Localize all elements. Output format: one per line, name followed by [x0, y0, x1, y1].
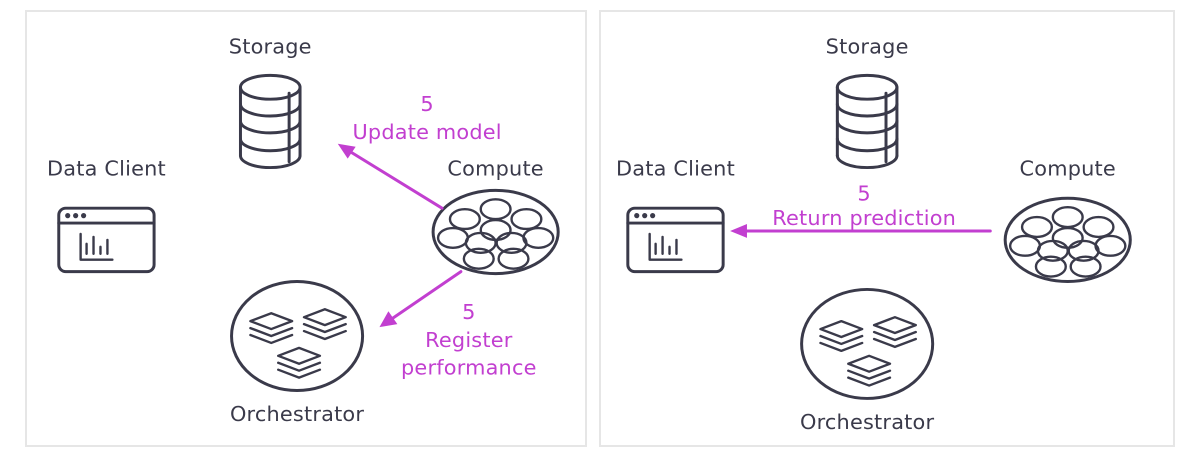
compute-label: Compute	[1019, 157, 1115, 181]
flow-update-model-arrow	[337, 143, 444, 210]
flow-return-prediction-step: 5	[857, 181, 870, 205]
data-client-label: Data Client	[47, 157, 166, 181]
inference-step-panel: Storage Data Client	[599, 10, 1175, 447]
flow-register-performance-step: 5	[462, 300, 475, 324]
orchestrator-layers-circle-icon	[800, 287, 935, 400]
flow-return-prediction-label: Return prediction	[772, 206, 956, 230]
orchestrator-label: Orchestrator	[800, 410, 935, 434]
flow-return-prediction-arrow	[730, 224, 992, 238]
layers-stack-icon-2	[302, 308, 347, 341]
database-cylinder-icon	[238, 73, 302, 170]
flow-register-performance-arrow	[379, 270, 463, 328]
training-step-svg: Storage Data Client	[47, 35, 560, 426]
flow-update-model-label: Update model	[352, 120, 501, 144]
compute-label: Compute	[447, 157, 543, 181]
storage-label: Storage	[229, 35, 312, 59]
compute-cluster-ellipse-icon	[431, 188, 560, 276]
data-client-label: Data Client	[616, 157, 735, 181]
orchestrator-layers-circle-icon	[230, 280, 365, 392]
flow-update-model-step: 5	[420, 92, 433, 116]
storage-label: Storage	[826, 35, 909, 59]
layers-stack-icon-2	[872, 315, 917, 349]
layers-stack-icon-1	[819, 319, 864, 353]
flow-register-performance-label-line1: Register	[425, 328, 513, 352]
layers-stack-icon-3	[847, 354, 892, 387]
compute-cluster-ellipse-icon	[1003, 196, 1132, 283]
layers-stack-icon-1	[249, 312, 294, 345]
inference-step-svg: Storage Data Client	[616, 35, 1132, 434]
training-step-panel: Storage Data Client	[25, 10, 587, 447]
flow-register-performance-label-line2: performance	[401, 356, 537, 380]
layers-stack-icon-3	[277, 346, 322, 379]
browser-window-chart-icon	[57, 206, 156, 274]
database-cylinder-icon	[835, 73, 899, 170]
browser-window-chart-icon	[626, 206, 725, 274]
orchestrator-label: Orchestrator	[230, 402, 364, 426]
